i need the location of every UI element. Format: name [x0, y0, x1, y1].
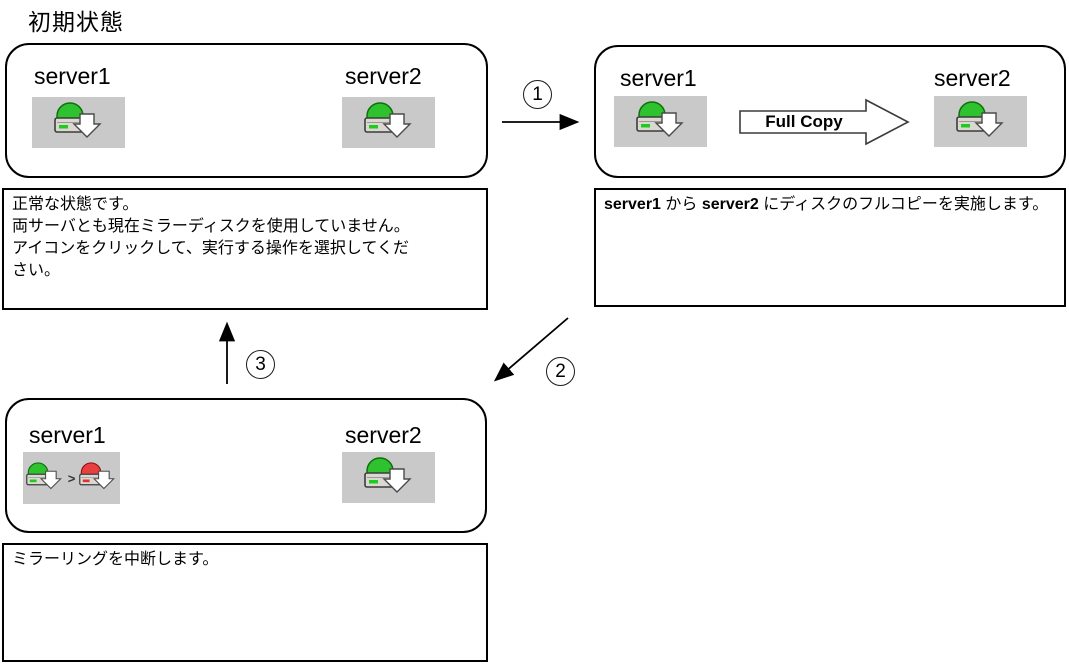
server1-label: server1 [34, 63, 111, 89]
step-2-badge: 2 [546, 357, 575, 386]
mirror-disk-green-icon [53, 101, 102, 138]
mirror-disk-green-icon [363, 456, 412, 493]
mirror-break-description-box: ミラーリングを中断します。 [2, 543, 488, 662]
description-line: 正常な状態です。 [12, 196, 139, 213]
server2-label: server2 [345, 63, 422, 89]
mirror-disk-green-icon [955, 100, 1004, 137]
description-text: にディスクのフルコピーを実施します。 [758, 196, 1049, 213]
full-copy-description-box: server1 から server2 にディスクのフルコピーを実施します。 [594, 188, 1066, 307]
full-copy-label: Full Copy [765, 112, 843, 131]
full-copy-arrow: Full Copy [738, 95, 912, 149]
server2-disk-tile[interactable] [934, 96, 1027, 147]
description-line: アイコンをクリックして、実行する操作を選択してくだ [12, 240, 409, 257]
mirror-disk-green-icon [26, 462, 62, 490]
server1-label: server1 [620, 65, 697, 91]
page-title: 初期状態 [28, 9, 124, 35]
description-line: ミラーリングを中断します。 [12, 551, 219, 568]
server2-disk-tile[interactable] [342, 452, 435, 503]
initial-state-description-box: 正常な状態です。 両サーバとも現在ミラーディスクを使用していません。 アイコンを… [2, 188, 488, 310]
step-2-number: 2 [555, 360, 566, 382]
server1-disk-tile[interactable] [32, 97, 125, 148]
block-arrow-right-icon [739, 98, 910, 146]
description-line: 両サーバとも現在ミラーディスクを使用していません。 [12, 218, 410, 235]
mirror-disk-green-icon [635, 100, 684, 137]
server1-disk-tile[interactable] [614, 96, 707, 147]
server-name: server1 [604, 196, 661, 213]
description-line: さい。 [12, 262, 61, 279]
step-1-badge: 1 [523, 80, 552, 109]
mirror-disk-red-icon [79, 462, 116, 490]
server1-disk-pair-tile[interactable]: > [23, 452, 120, 504]
mirror-break-state-box: server1 > server2 [5, 398, 487, 533]
description-text: から [660, 196, 702, 213]
server2-label: server2 [934, 65, 1011, 91]
server2-disk-tile[interactable] [342, 97, 435, 148]
pair-separator: > [67, 470, 76, 486]
initial-state-box: server1 server2 [5, 43, 488, 178]
mirror-disk-green-icon [363, 101, 412, 138]
step-1-number: 1 [532, 83, 543, 105]
step-3-number: 3 [255, 353, 266, 375]
server2-label: server2 [345, 422, 422, 448]
server1-label: server1 [29, 422, 106, 448]
server-name: server2 [701, 196, 759, 213]
full-copy-state-box: server1 Full Copy server2 [594, 45, 1066, 178]
step-3-badge: 3 [246, 350, 275, 379]
